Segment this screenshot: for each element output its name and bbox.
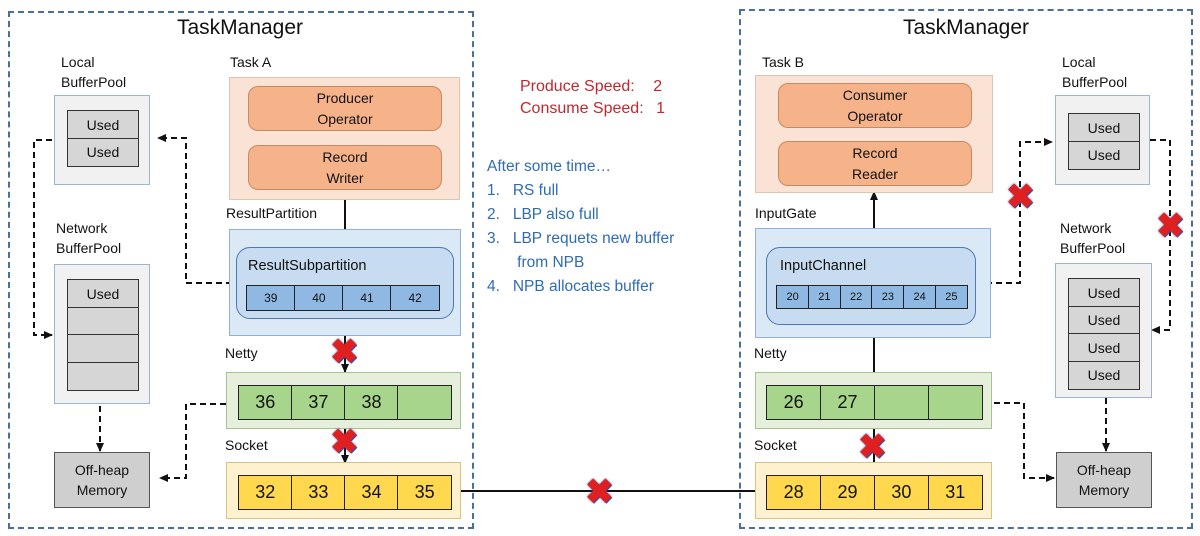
consume-speed-value: 1 <box>656 100 665 117</box>
notes-item: 4. NPB allocates buffer <box>487 278 654 295</box>
left-offheap-memory: Off-heap Memory <box>54 452 150 508</box>
left-network-pool-label: Network BufferPool <box>56 220 122 256</box>
left-netty-cells: 36 37 38 <box>238 385 452 420</box>
netty-cell: 38 <box>344 385 399 420</box>
rs-cell: 42 <box>390 285 440 311</box>
notes-item: 2. LBP also full <box>487 206 599 223</box>
notes-heading: After some time… <box>487 158 612 175</box>
left-local-pool-label: Local BufferPool <box>61 54 127 90</box>
netty-cell: 37 <box>291 385 346 420</box>
blocked-mark-icon: ✖ <box>585 473 614 511</box>
right-network-pool-label: Network BufferPool <box>1060 220 1126 256</box>
notes-item: 1. RS full <box>487 182 559 199</box>
blocked-mark-icon: ✖ <box>330 333 359 371</box>
left-taskmanager-title: TaskManager <box>176 16 304 39</box>
left-network-bufferpool: Used <box>54 264 150 404</box>
ic-cell: 25 <box>934 285 968 309</box>
notes-item: 3. LBP requets new buffer <box>487 230 675 247</box>
right-network-bufferpool: Used Used Used Used <box>1055 263 1152 398</box>
left-socket-label: Socket <box>225 437 268 453</box>
right-npb-buffer-4: Used <box>1068 360 1140 390</box>
netty-cell: 27 <box>819 385 876 420</box>
consumer-operator: Consumer Operator <box>778 83 972 128</box>
left-taskmanager-frame <box>8 11 474 529</box>
left-npb-buffer-2 <box>67 306 139 336</box>
right-socket-label: Socket <box>754 437 797 453</box>
netty-to-offheap-dashed <box>159 403 226 482</box>
right-npb-buffer-3: Used <box>1068 333 1140 362</box>
left-local-bufferpool: Used Used <box>54 95 150 185</box>
right-netty-cells: 26 27 <box>766 385 983 420</box>
produce-speed: Produce Speed: 2 <box>520 76 662 98</box>
ic-cell: 20 <box>776 285 810 309</box>
right-npb-buffer-1: Used <box>1068 278 1140 307</box>
left-socket-cells: 32 33 34 35 <box>238 475 452 510</box>
blocked-mark-icon: ✖ <box>1156 207 1185 245</box>
left-npb-buffer-4 <box>67 361 139 391</box>
socket-cell: 32 <box>238 475 293 510</box>
left-lbp-buffer-1: Used <box>67 110 139 139</box>
socket-cell: 34 <box>344 475 399 510</box>
blocked-mark-icon: ✖ <box>330 423 359 461</box>
consume-speed: Consume Speed: 1 <box>520 98 665 120</box>
result-subpartition-cells: 39 40 41 42 <box>246 285 440 311</box>
netty-cell: 26 <box>766 385 822 420</box>
netty-cell: 36 <box>238 385 293 420</box>
right-local-bufferpool: Used Used <box>1055 95 1150 185</box>
producer-operator: Producer Operator <box>248 86 442 131</box>
ic-cell: 22 <box>839 285 873 309</box>
notes-item: from NPB <box>487 254 585 271</box>
netty-to-offheap-right-dashed <box>994 402 1055 482</box>
lbp-to-npb-dashed <box>33 139 53 339</box>
subpartition-to-lbp-dashed <box>157 134 232 284</box>
result-partition-label: ResultPartition <box>226 205 318 221</box>
right-taskmanager-frame <box>739 9 1193 529</box>
record-reader: Record Reader <box>778 141 972 186</box>
netty-cell <box>927 385 983 420</box>
socket-cell: 28 <box>766 475 822 510</box>
rs-cell: 41 <box>342 285 392 311</box>
input-channel-cells: 20 21 22 23 24 25 <box>776 285 968 309</box>
right-task-label: Task B <box>762 54 805 70</box>
channel-to-lbp-dashed <box>976 138 1053 284</box>
consume-speed-label: Consume Speed: <box>520 100 644 117</box>
right-taskmanager-title: TaskManager <box>902 16 1030 39</box>
socket-cell: 35 <box>397 475 452 510</box>
record-writer: Record Writer <box>248 145 442 190</box>
left-task-label: Task A <box>230 54 272 70</box>
ic-cell: 23 <box>871 285 905 309</box>
right-npb-buffer-2: Used <box>1068 305 1140 335</box>
produce-speed-value: 2 <box>653 78 663 95</box>
left-npb-buffer-3 <box>67 334 139 363</box>
blocked-mark-icon: ✖ <box>858 428 887 466</box>
socket-cell: 33 <box>291 475 346 510</box>
right-socket-cells: 28 29 30 31 <box>766 475 983 510</box>
result-subpartition-label: ResultSubpartition <box>248 258 367 274</box>
right-lbp-buffer-2: Used <box>1068 140 1140 170</box>
rs-cell: 40 <box>294 285 344 311</box>
socket-cell: 30 <box>873 475 930 510</box>
input-channel-label: InputChannel <box>780 258 867 274</box>
right-lbp-buffer-1: Used <box>1068 113 1140 142</box>
input-gate-label: InputGate <box>755 205 817 221</box>
notes-block: After some time… 1. RS full 2. LBP also … <box>487 155 737 299</box>
netty-cell <box>397 385 452 420</box>
blocked-mark-icon: ✖ <box>1006 178 1035 216</box>
lbp-to-npb-right-dashed <box>1150 139 1171 334</box>
right-offheap-memory: Off-heap Memory <box>1056 452 1152 508</box>
right-local-pool-label: Local BufferPool <box>1062 54 1128 90</box>
produce-speed-label: Produce Speed: <box>520 78 635 95</box>
ic-cell: 21 <box>807 285 841 309</box>
socket-cell: 31 <box>927 475 983 510</box>
left-npb-buffer-1: Used <box>67 279 139 308</box>
left-lbp-buffer-2: Used <box>67 137 139 167</box>
ic-cell: 24 <box>903 285 937 309</box>
rs-cell: 39 <box>246 285 296 311</box>
left-netty-label: Netty <box>225 345 258 361</box>
right-netty-label: Netty <box>754 345 787 361</box>
netty-cell <box>873 385 930 420</box>
socket-cell: 29 <box>819 475 876 510</box>
